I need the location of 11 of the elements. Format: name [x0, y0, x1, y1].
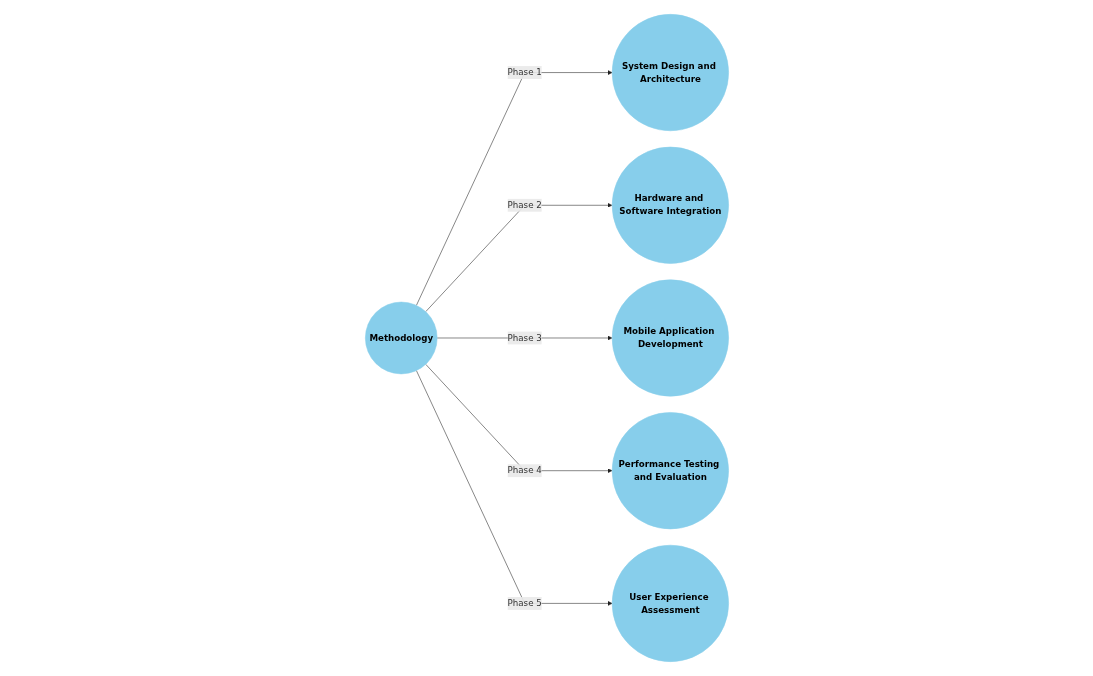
node-circle: User Experience Assessment [611, 544, 729, 662]
edge-label: Phase 5 [507, 598, 542, 609]
edge-label: Phase 1 [507, 67, 542, 78]
node-circle: Mobile Application Development [611, 279, 729, 397]
node-circle: System Design and Architecture [611, 14, 729, 132]
edge-label: Phase 3 [507, 332, 542, 343]
node-circle: Performance Testing and Evaluation [611, 412, 729, 530]
node-circle: Hardware and Software Integration [611, 146, 729, 264]
node-circle: Methodology [364, 301, 437, 375]
edge-label: Phase 4 [507, 465, 542, 476]
edge-label: Phase 2 [507, 199, 542, 211]
